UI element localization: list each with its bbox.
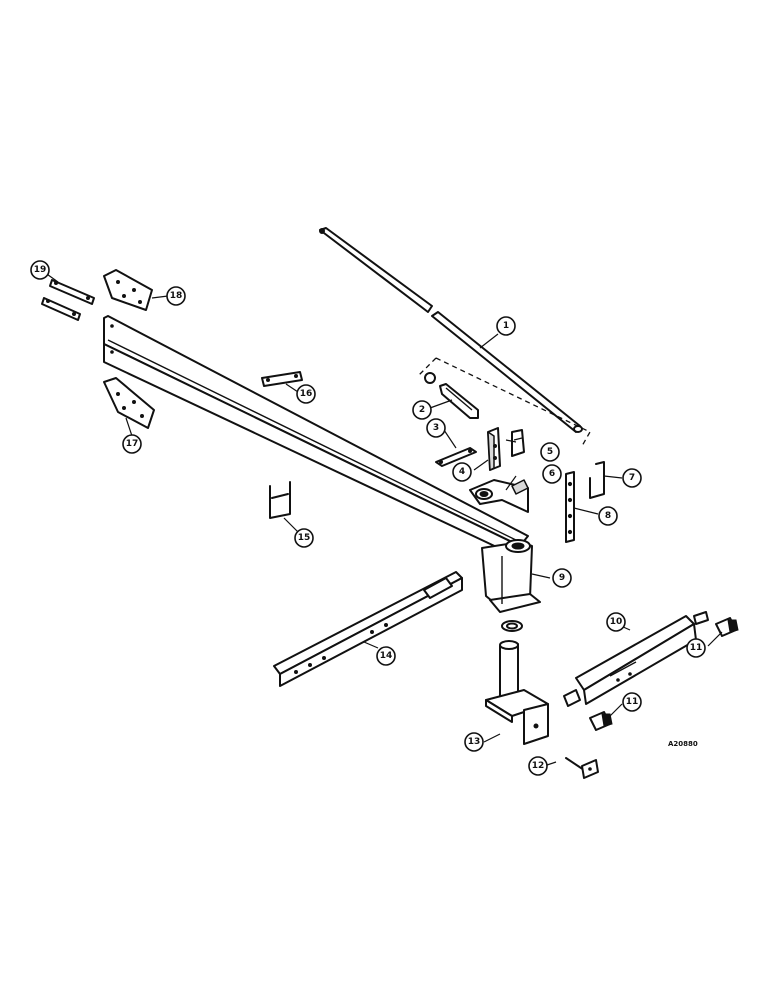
- part-13-pivot-standard: [485, 640, 549, 745]
- svg-text:3: 3: [433, 423, 439, 433]
- svg-text:13: 13: [468, 737, 481, 747]
- svg-text:8: 8: [605, 511, 611, 521]
- washer: [501, 620, 523, 632]
- callout-19: 19: [30, 260, 50, 280]
- callout-16: 16: [296, 384, 316, 404]
- callout-6: 6: [542, 464, 562, 484]
- part-16-strap: [261, 371, 303, 387]
- callout-11-upper: 11: [686, 638, 706, 658]
- svg-text:14: 14: [380, 651, 393, 661]
- svg-text:11: 11: [626, 697, 639, 707]
- callout-7: 7: [622, 468, 642, 488]
- callout-12: 12: [528, 756, 548, 776]
- part-6-mount-plate: [469, 479, 529, 513]
- svg-text:9: 9: [559, 573, 565, 583]
- svg-text:11: 11: [690, 643, 703, 653]
- part-18-plate: [103, 269, 153, 311]
- callout-13: 13: [464, 732, 484, 752]
- part-4-bracket: [487, 427, 501, 471]
- svg-text:4: 4: [459, 467, 465, 477]
- callout-9: 9: [552, 568, 572, 588]
- svg-text:17: 17: [126, 439, 139, 449]
- callout-4: 4: [452, 462, 472, 482]
- assembly-bracket: [417, 357, 591, 447]
- callout-8: 8: [598, 506, 618, 526]
- part-19-links: [41, 279, 95, 321]
- drawing-reference: A20880: [668, 740, 698, 748]
- part-5-clip: [511, 429, 525, 457]
- main-beam: [103, 315, 529, 559]
- part-15-u-bolt: [269, 481, 291, 519]
- part-8-bar: [565, 471, 575, 543]
- part-12-pin: [565, 757, 599, 779]
- svg-text:18: 18: [170, 291, 183, 301]
- svg-text:6: 6: [549, 469, 555, 479]
- part-11-knob-upper: [715, 617, 739, 637]
- svg-text:15: 15: [298, 533, 311, 543]
- part-10-jack-tube: [563, 611, 709, 707]
- part-9-post-housing: [481, 539, 541, 613]
- part-3-strap: [435, 447, 477, 467]
- svg-text:19: 19: [34, 265, 47, 275]
- svg-text:1: 1: [503, 321, 509, 331]
- part-17-plate: [103, 377, 155, 429]
- svg-text:16: 16: [300, 389, 313, 399]
- callout-11-lower: 11: [622, 692, 642, 712]
- callout-14: 14: [376, 646, 396, 666]
- callout-3: 3: [426, 418, 446, 438]
- part-7-u-bolt: [589, 461, 605, 499]
- svg-text:2: 2: [419, 405, 425, 415]
- callout-15: 15: [294, 528, 314, 548]
- callout-17: 17: [122, 434, 142, 454]
- part-2-link: [424, 372, 479, 419]
- svg-text:7: 7: [629, 473, 635, 483]
- callout-2: 2: [412, 400, 432, 420]
- svg-text:10: 10: [610, 617, 623, 627]
- callout-18: 18: [166, 286, 186, 306]
- callout-5: 5: [540, 442, 560, 462]
- svg-text:5: 5: [547, 447, 553, 457]
- part-14-hitch-bar: [273, 571, 463, 687]
- callout-10: 10: [606, 612, 626, 632]
- callout-1: 1: [496, 316, 516, 336]
- part-1-brace-rod: [319, 227, 583, 433]
- part-11-knob-lower: [589, 711, 613, 731]
- svg-text:12: 12: [532, 761, 545, 771]
